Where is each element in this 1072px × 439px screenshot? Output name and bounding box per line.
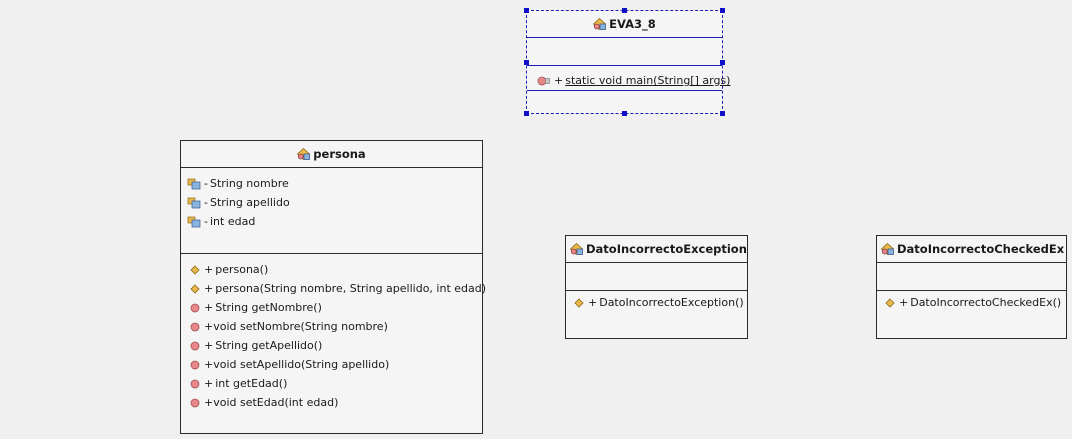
- field-icon: [187, 178, 201, 189]
- method-row[interactable]: + String getApellido(): [190, 336, 482, 355]
- constructor-row[interactable]: + DatoIncorrectoCheckedEx(): [885, 293, 1066, 312]
- visibility-marker: +: [204, 282, 214, 295]
- class-icon: [297, 148, 311, 160]
- class-box-dato-incorrecto-checked-ex[interactable]: DatoIncorrectoCheckedEx + DatoIncorrecto…: [876, 235, 1067, 339]
- visibility-marker: +: [588, 296, 598, 309]
- method-signature: String getApellido(): [215, 339, 323, 352]
- field-signature: String nombre: [209, 177, 289, 190]
- method-row[interactable]: + void setEdad(int edad): [190, 393, 482, 412]
- method-signature: static void main(String[] args): [565, 74, 731, 87]
- resize-handle-top-right[interactable]: [720, 8, 725, 13]
- field-icon: [187, 216, 201, 227]
- visibility-marker: +: [204, 320, 214, 333]
- resize-handle-bottom-right[interactable]: [720, 111, 725, 116]
- visibility-marker: +: [899, 296, 909, 309]
- constructor-row[interactable]: + DatoIncorrectoException(): [574, 293, 747, 312]
- constructor-icon: [190, 264, 200, 275]
- visibility-marker: +: [204, 301, 214, 314]
- methods-section: + static void main(String[] args): [527, 66, 730, 91]
- method-icon: [190, 341, 200, 350]
- method-signature: void setEdad(int edad): [213, 396, 339, 409]
- field-row[interactable]: - String apellido: [187, 193, 482, 212]
- field-icon: [187, 197, 201, 208]
- visibility-marker: -: [204, 215, 208, 228]
- resize-handle-top-left[interactable]: [524, 8, 529, 13]
- method-signature: String getNombre(): [215, 301, 322, 314]
- class-box-eva3-8[interactable]: EVA3_8 + static void main(String[] args): [524, 8, 730, 116]
- class-header: DatoIncorrectoCheckedEx: [877, 236, 1066, 263]
- class-name: DatoIncorrectoException: [586, 242, 747, 256]
- method-row[interactable]: + int getEdad(): [190, 374, 482, 393]
- resize-handle-bottom-middle[interactable]: [622, 111, 627, 116]
- class-box-dato-incorrecto-exception[interactable]: DatoIncorrectoException + DatoIncorrecto…: [565, 235, 748, 339]
- visibility-marker: +: [204, 396, 214, 409]
- methods-section: + persona() + persona(String nombre, Str…: [181, 254, 486, 412]
- visibility-marker: +: [204, 339, 214, 352]
- resize-handle-middle-right[interactable]: [720, 60, 725, 65]
- method-row[interactable]: + String getNombre(): [190, 298, 482, 317]
- method-icon: [190, 379, 200, 388]
- visibility-marker: +: [204, 377, 214, 390]
- constructor-icon: [190, 283, 200, 294]
- visibility-marker: +: [204, 358, 214, 371]
- constructor-signature: persona(String nombre, String apellido, …: [215, 282, 487, 295]
- class-header: EVA3_8: [527, 11, 722, 38]
- method-signature: void setNombre(String nombre): [213, 320, 388, 333]
- method-icon: [190, 322, 200, 331]
- fields-section: [527, 38, 722, 66]
- class-icon: [570, 243, 583, 255]
- constructor-icon: [885, 297, 895, 308]
- class-name: EVA3_8: [609, 17, 656, 31]
- method-signature: void setApellido(String apellido): [213, 358, 390, 371]
- visibility-marker: -: [204, 196, 208, 209]
- resize-handle-top-middle[interactable]: [622, 8, 627, 13]
- field-row[interactable]: - String nombre: [187, 174, 482, 193]
- fields-section: [877, 263, 1066, 291]
- visibility-marker: -: [204, 177, 208, 190]
- constructor-signature: DatoIncorrectoException(): [599, 296, 744, 309]
- fields-section: [566, 263, 747, 291]
- resize-handle-middle-left[interactable]: [524, 60, 529, 65]
- class-name: persona: [313, 147, 366, 161]
- method-row[interactable]: + static void main(String[] args): [537, 71, 730, 90]
- constructor-row[interactable]: + persona(): [190, 260, 482, 279]
- visibility-marker: +: [204, 263, 214, 276]
- class-header: DatoIncorrectoException: [566, 236, 747, 263]
- class-name: DatoIncorrectoCheckedEx: [897, 242, 1065, 256]
- method-row[interactable]: + void setNombre(String nombre): [190, 317, 482, 336]
- constructor-row[interactable]: + persona(String nombre, String apellido…: [190, 279, 486, 298]
- method-row[interactable]: + void setApellido(String apellido): [190, 355, 482, 374]
- visibility-marker: +: [554, 74, 564, 87]
- method-signature: int getEdad(): [215, 377, 288, 390]
- class-header: persona: [181, 141, 482, 168]
- method-icon: [537, 76, 550, 85]
- fields-section: - String nombre - String apellido - int …: [181, 168, 482, 254]
- field-signature: String apellido: [209, 196, 290, 209]
- method-icon: [190, 360, 200, 369]
- constructor-signature: persona(): [215, 263, 269, 276]
- method-icon: [190, 303, 200, 312]
- methods-section: + DatoIncorrectoException(): [566, 291, 747, 312]
- class-box-persona[interactable]: persona - String nombre - String apellid…: [180, 140, 486, 434]
- method-icon: [190, 398, 200, 407]
- class-icon: [881, 243, 894, 255]
- field-row[interactable]: - int edad: [187, 212, 482, 231]
- class-icon: [593, 18, 607, 30]
- field-signature: int edad: [209, 215, 256, 228]
- constructor-icon: [574, 297, 584, 308]
- constructor-signature: DatoIncorrectoCheckedEx(): [910, 296, 1062, 309]
- resize-handle-bottom-left[interactable]: [524, 111, 529, 116]
- methods-section: + DatoIncorrectoCheckedEx(): [877, 291, 1066, 312]
